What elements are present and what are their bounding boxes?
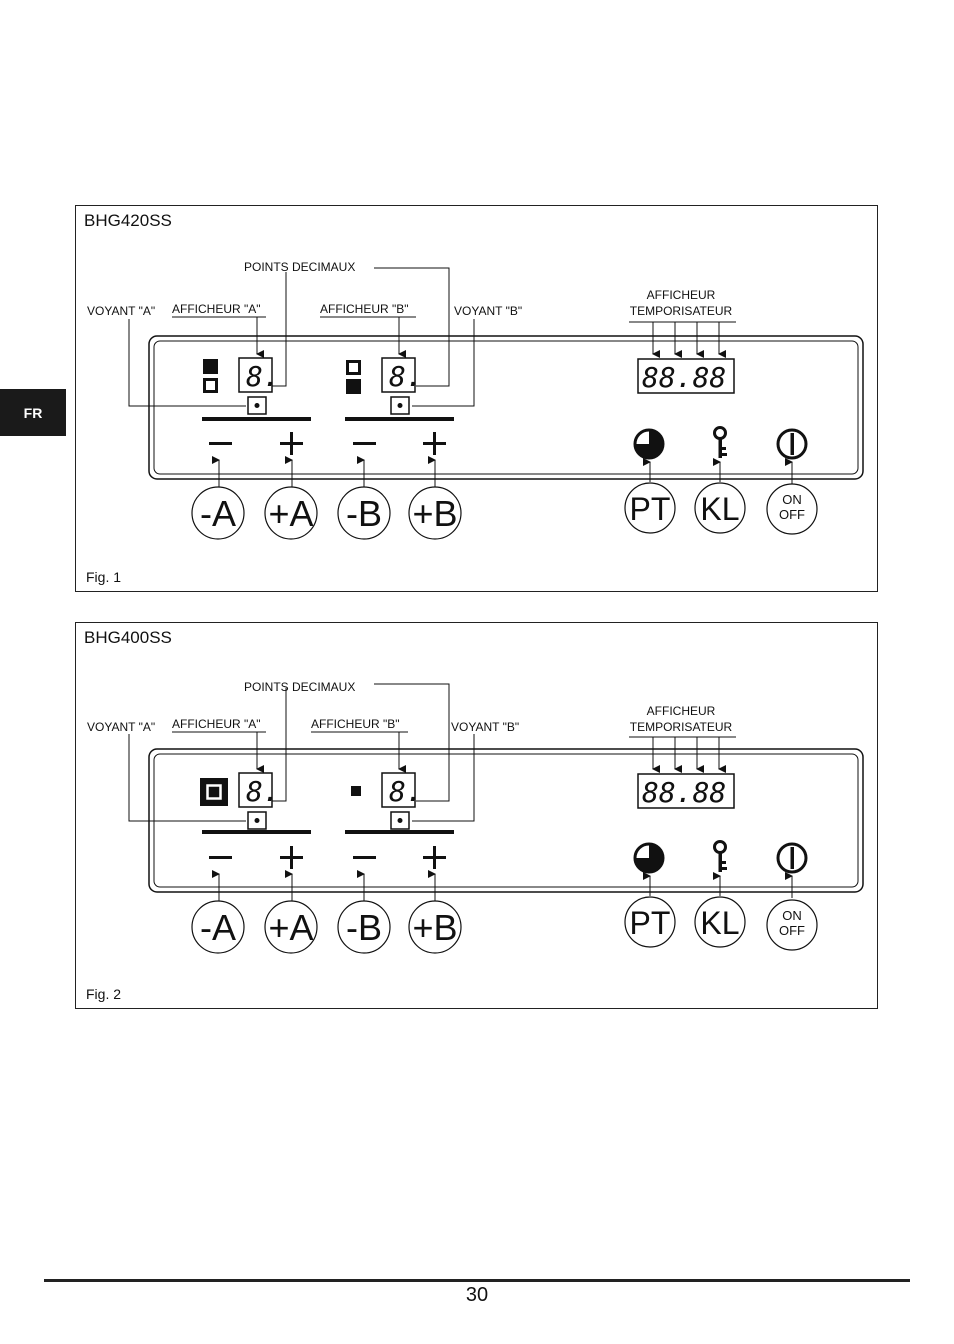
- pt-button[interactable]: PT: [624, 896, 676, 948]
- figure-caption: Fig. 1: [86, 569, 122, 585]
- power-icon: [776, 428, 808, 460]
- svg-text:+B: +B: [412, 493, 457, 534]
- label-afficheur: AFFICHEUR: [647, 704, 716, 718]
- minus-a-icon: [209, 856, 232, 859]
- label-points-decimaux: POINTS DECIMAUX: [244, 680, 355, 694]
- slider-bar-b: [345, 417, 454, 421]
- timer-icon: [633, 428, 665, 460]
- plus-a-button[interactable]: +A: [264, 486, 318, 540]
- display-b-digit: 8.: [389, 775, 423, 808]
- svg-text:-B: -B: [346, 907, 382, 948]
- label-afficheur: AFFICHEUR: [647, 288, 716, 302]
- figure-caption: Fig. 2: [86, 986, 122, 1002]
- figure-2: BHG400SS POINTS DECIMAUX VOYANT "A" AFFI…: [75, 622, 878, 1009]
- svg-text:PT: PT: [630, 491, 671, 527]
- svg-text:OFF: OFF: [779, 507, 805, 522]
- timer-display: [637, 358, 735, 394]
- display-a-digit: 8.: [246, 775, 280, 808]
- kl-button[interactable]: KL: [694, 482, 746, 534]
- plus-b-button[interactable]: +B: [408, 900, 462, 954]
- language-tab: FR: [0, 389, 66, 436]
- pt-button[interactable]: PT: [624, 482, 676, 534]
- svg-text:+B: +B: [412, 907, 457, 948]
- key-icon: [713, 840, 727, 872]
- panel-inner-outline: [153, 340, 859, 475]
- slider-bar-b: [345, 830, 454, 834]
- label-points-decimaux: POINTS DECIMAUX: [244, 260, 355, 274]
- display-a-digit: 8.: [246, 360, 280, 393]
- minus-b-icon: [353, 442, 376, 445]
- key-icon: [713, 426, 727, 458]
- zone-b-indicator-top: [346, 360, 361, 375]
- svg-text:KL: KL: [700, 905, 739, 941]
- footer-rule: [44, 1279, 910, 1282]
- label-afficheur-b: AFFICHEUR "B": [320, 302, 409, 316]
- model-name: BHG400SS: [84, 628, 172, 647]
- display-a: [238, 772, 273, 808]
- label-afficheur-b: AFFICHEUR "B": [311, 717, 400, 731]
- timer-icon: [633, 842, 665, 874]
- zone-b-indicator-bottom: [346, 379, 361, 394]
- kl-button[interactable]: KL: [694, 896, 746, 948]
- plus-b-button[interactable]: +B: [408, 486, 462, 540]
- model-name: BHG420SS: [84, 211, 172, 230]
- minus-a-button[interactable]: -A: [191, 486, 245, 540]
- label-voyant-a: VOYANT "A": [87, 304, 155, 318]
- label-voyant-b: VOYANT "B": [451, 720, 519, 734]
- svg-text:-B: -B: [346, 493, 382, 534]
- display-b-digit: 8.: [389, 360, 423, 393]
- svg-text:ON: ON: [782, 908, 802, 923]
- label-voyant-a: VOYANT "A": [87, 720, 155, 734]
- zone-a-indicator-top: [203, 359, 218, 374]
- plus-a-button[interactable]: +A: [264, 900, 318, 954]
- svg-text:+A: +A: [268, 907, 313, 948]
- svg-text:ON: ON: [782, 492, 802, 507]
- slider-bar-a: [202, 830, 311, 834]
- minus-b-button[interactable]: -B: [337, 900, 391, 954]
- on-off-button[interactable]: ON OFF: [766, 899, 818, 951]
- minus-a-icon: [209, 442, 232, 445]
- minus-b-icon: [353, 856, 376, 859]
- control-panel-diagram: POINTS DECIMAUX VOYANT "A" AFFICHEUR "A"…: [87, 260, 864, 540]
- display-b: [381, 357, 416, 393]
- svg-text:-A: -A: [200, 493, 236, 534]
- svg-text:PT: PT: [630, 905, 671, 941]
- svg-text:OFF: OFF: [779, 923, 805, 938]
- label-temporisateur: TEMPORISATEUR: [630, 304, 733, 318]
- figure-1: BHG420SS POINTS DECIMAUX VOYANT "A" AFFI…: [75, 205, 878, 592]
- minus-b-button[interactable]: -B: [337, 486, 391, 540]
- control-panel-diagram: POINTS DECIMAUX VOYANT "A" AFFICHEUR "A"…: [87, 680, 864, 954]
- timer-display-digits: 88.88: [642, 361, 726, 394]
- power-icon: [776, 842, 808, 874]
- display-b: [381, 772, 416, 808]
- timer-display: [637, 773, 735, 809]
- on-off-button[interactable]: ON OFF: [766, 483, 818, 535]
- zone-a-indicator-bottom: [203, 378, 218, 393]
- timer-display-digits: 88.88: [642, 776, 726, 809]
- panel-outline: [148, 335, 864, 480]
- label-temporisateur: TEMPORISATEUR: [630, 720, 733, 734]
- label-afficheur-a: AFFICHEUR "A": [172, 302, 261, 316]
- label-afficheur-a: AFFICHEUR "A": [172, 717, 261, 731]
- svg-text:KL: KL: [700, 491, 739, 527]
- label-voyant-b: VOYANT "B": [454, 304, 522, 318]
- slider-bar-a: [202, 417, 311, 421]
- page-number: 30: [465, 1284, 489, 1306]
- minus-a-button[interactable]: -A: [191, 900, 245, 954]
- zone-b-indicator: [351, 786, 361, 796]
- svg-text:-A: -A: [200, 907, 236, 948]
- svg-text:+A: +A: [268, 493, 313, 534]
- display-a: [238, 357, 273, 393]
